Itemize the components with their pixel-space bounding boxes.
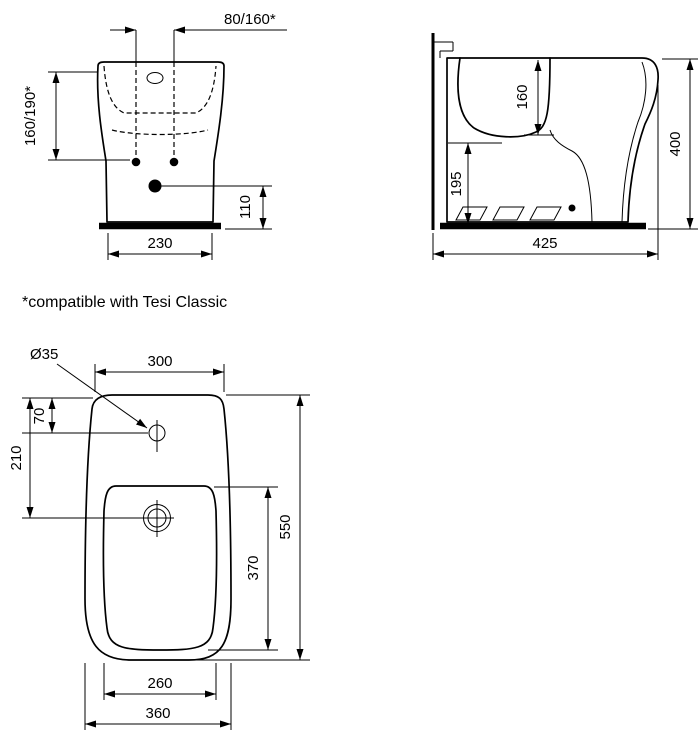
side-dim-total-height: 400 xyxy=(648,58,698,230)
dim-label: 210 xyxy=(8,445,25,470)
plan-dim-top-width: 300 xyxy=(94,353,225,392)
dim-label: 300 xyxy=(147,353,172,370)
front-dim-base-width: 230 xyxy=(107,233,213,260)
plan-dim-total-length: 550 xyxy=(193,394,310,661)
dim-label: 230 xyxy=(147,235,172,252)
foot-mark xyxy=(529,206,562,221)
dim-label: Ø35 xyxy=(30,346,58,363)
side-dim-bowl-depth: 160 xyxy=(514,60,554,136)
foot-mark xyxy=(492,206,525,221)
dim-label: 550 xyxy=(277,514,294,539)
plan-dim-bowl-length: 370 xyxy=(208,486,278,651)
drain-outer-circle xyxy=(143,504,171,532)
side-dim-total-depth: 425 xyxy=(432,85,659,260)
taphole-right-dot xyxy=(169,157,179,167)
dim-label: 370 xyxy=(245,555,262,580)
drain-inner-circle xyxy=(147,508,167,528)
bidet-front-outline xyxy=(96,61,225,223)
front-view: 80/160* 160/190* 110 230 xyxy=(22,11,287,260)
dim-label: 160/190* xyxy=(22,86,39,146)
dim-label: 400 xyxy=(667,131,684,156)
side-view: 160 195 400 425 xyxy=(431,33,698,260)
bowl-hidden-outline xyxy=(103,65,217,114)
trap-line xyxy=(549,129,593,223)
plan-dim-hole-offset: 70 xyxy=(31,398,56,433)
taphole-left-dot xyxy=(131,157,141,167)
bowl-section-line xyxy=(457,57,551,138)
foot-mark xyxy=(455,206,488,221)
compatibility-note: *compatible with Tesi Classic xyxy=(22,294,227,311)
shelf-hidden-line xyxy=(111,129,209,136)
dim-label: 110 xyxy=(237,195,254,219)
dim-label: 70 xyxy=(31,408,48,425)
plan-dim-total-width: 360 xyxy=(84,663,232,730)
dim-label: 80/160* xyxy=(224,11,276,28)
bowl-rim-outline xyxy=(102,485,218,651)
dim-label: 260 xyxy=(147,675,172,692)
taphole-circle xyxy=(148,424,166,442)
dim-label: 160 xyxy=(514,84,531,109)
side-dim-inlet-height: 195 xyxy=(448,142,502,224)
plan-dim-fitting-offset: 210 xyxy=(8,398,34,518)
plan-view: Ø35 300 70 210 550 xyxy=(8,346,310,730)
overflow-hole xyxy=(146,72,164,84)
plan-dim-hole-diameter: Ø35 xyxy=(30,346,148,429)
front-dim-hole-spacing: 80/160* xyxy=(110,11,287,34)
leader-line xyxy=(56,363,148,429)
rim-inner-line xyxy=(621,61,647,223)
dim-label: 425 xyxy=(532,235,557,252)
bidet-side-outline xyxy=(446,57,659,223)
plan-dim-bowl-width: 260 xyxy=(103,663,217,700)
dim-label: 360 xyxy=(145,705,170,722)
fixing-dot xyxy=(568,204,576,212)
dim-label: 195 xyxy=(448,171,465,196)
front-dim-hole-height: 160/190* xyxy=(22,71,130,161)
front-dim-outlet-height: 110 xyxy=(155,185,272,230)
wall-bracket xyxy=(433,41,454,58)
